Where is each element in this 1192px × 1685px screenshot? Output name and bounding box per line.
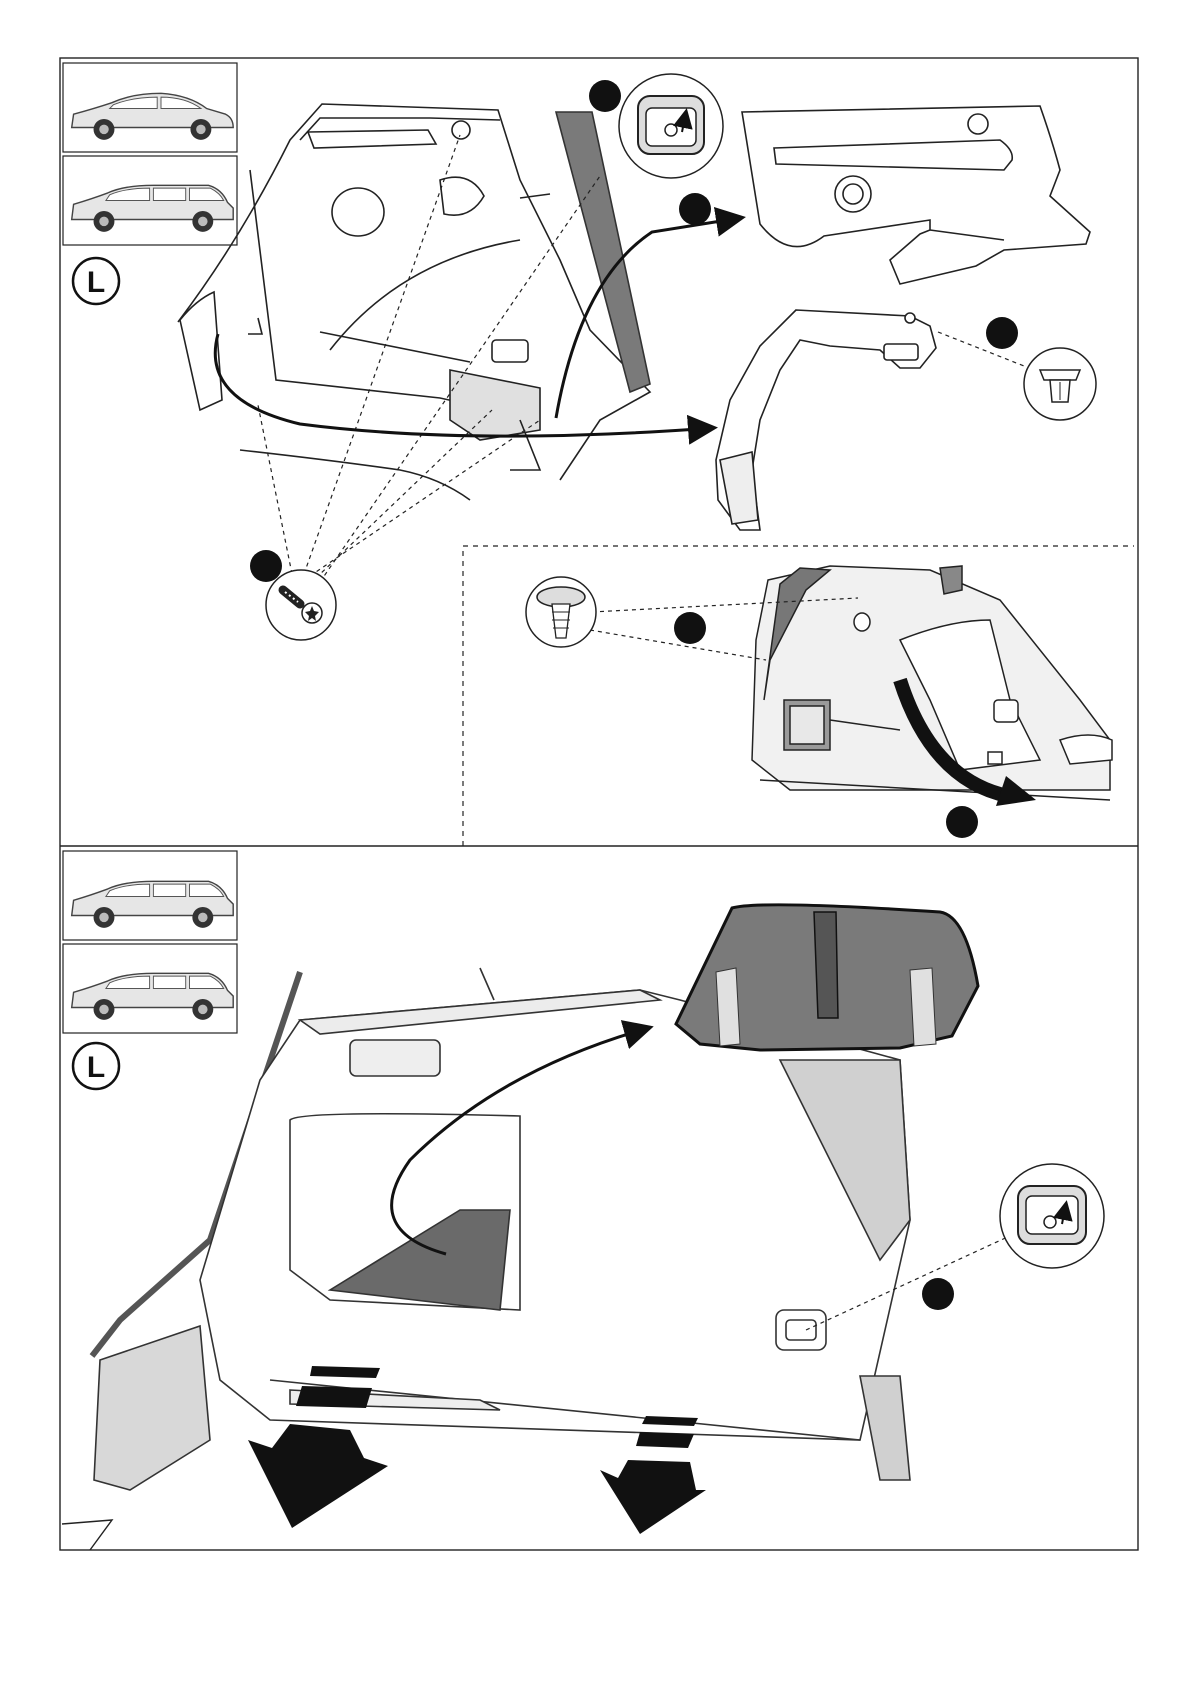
- step-marker: [679, 193, 711, 225]
- upper-trim-panel: [742, 106, 1090, 284]
- storage-tray-icon: [676, 905, 978, 1050]
- trim-clip-icon-bottom: [1000, 1164, 1104, 1268]
- side-trim-strip: [716, 310, 936, 530]
- vehicle-thumbnails-bottom: [63, 851, 237, 1033]
- step-marker: [674, 612, 706, 644]
- trim-clip-icon: [619, 74, 723, 178]
- step-marker: [250, 550, 282, 582]
- step-marker: [922, 1278, 954, 1310]
- luggage-compartment-left-view: [178, 104, 650, 500]
- top-panel: L: [63, 63, 1134, 846]
- left-side-label: L: [87, 266, 105, 299]
- inset-trim-removal-view: [752, 566, 1112, 800]
- bottom-panel: L: [62, 851, 1104, 1550]
- left-side-symbol-bottom: L: [73, 1043, 119, 1089]
- page-corner-mark: [62, 1520, 112, 1550]
- screw-leader-lines: [258, 135, 600, 582]
- left-side-label-bottom: L: [87, 1051, 105, 1084]
- step-marker: [986, 317, 1018, 349]
- left-side-symbol: L: [73, 258, 119, 304]
- torx-screw-icon: [266, 570, 336, 640]
- step-markers-bottom: [922, 1278, 954, 1310]
- step-marker: [589, 80, 621, 112]
- step-marker: [946, 806, 978, 838]
- vehicle-thumbnails-top: [63, 63, 237, 245]
- expanding-rivet-icon: [526, 577, 596, 647]
- push-rivet-icon: [1024, 348, 1096, 420]
